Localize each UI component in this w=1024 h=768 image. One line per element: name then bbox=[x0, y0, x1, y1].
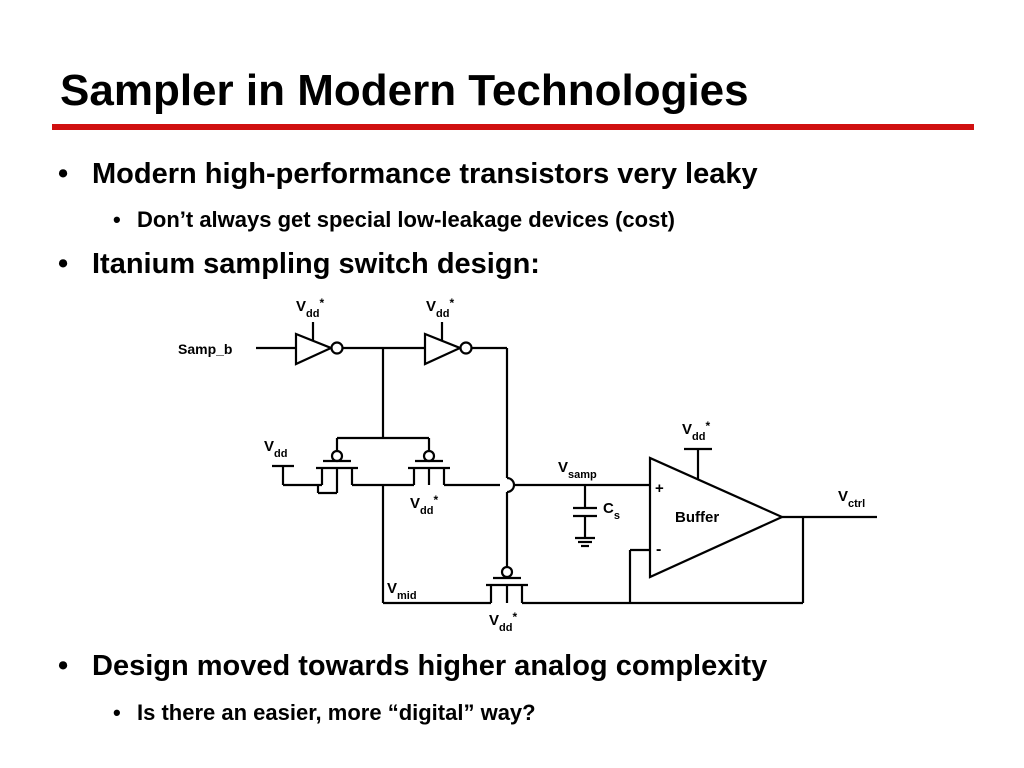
minus-sign: - bbox=[656, 541, 661, 558]
pmos-right bbox=[408, 449, 500, 487]
buffer-vdd-label: Vdd* bbox=[682, 419, 710, 443]
pmos-bottom bbox=[486, 565, 803, 605]
vdd-star-label-mid: Vdd* bbox=[410, 493, 438, 517]
pmos-left bbox=[272, 449, 414, 495]
gate-bus bbox=[335, 348, 431, 450]
inv1-vdd-label: Vdd* bbox=[296, 296, 324, 320]
vdd-star-label-bottom: Vdd* bbox=[489, 610, 517, 634]
bullet-text: Modern high-performance transistors very… bbox=[92, 158, 758, 190]
page-title: Sampler in Modern Technologies bbox=[60, 66, 749, 115]
bullet-text: Don’t always get special low-leakage dev… bbox=[137, 207, 675, 232]
bullet-icon: • bbox=[58, 650, 69, 682]
bullet-text: Design moved towards higher analog compl… bbox=[92, 650, 768, 682]
bullet-text: Is there an easier, more “digital” way? bbox=[137, 700, 536, 725]
buffer-amplifier bbox=[648, 447, 785, 579]
inverter-2 bbox=[423, 322, 473, 366]
samp-b-label: Samp_b bbox=[178, 341, 232, 357]
vctrl-label: Vctrl bbox=[838, 488, 865, 510]
ground-icon bbox=[575, 536, 595, 548]
inverter-1 bbox=[294, 322, 344, 366]
bullet-icon: • bbox=[113, 700, 121, 725]
vmid-wire bbox=[381, 485, 491, 605]
bullet-icon: • bbox=[113, 207, 121, 232]
vsamp-wire bbox=[514, 483, 650, 508]
inv2-vdd-label: Vdd* bbox=[426, 296, 454, 320]
buffer-label: Buffer bbox=[675, 509, 719, 526]
plus-sign: + bbox=[655, 480, 664, 497]
bullet-icon: • bbox=[58, 248, 69, 280]
title-underline bbox=[52, 124, 974, 130]
vctrl-wire bbox=[628, 515, 877, 603]
sampling-capacitor bbox=[573, 506, 597, 538]
cs-label: Cs bbox=[603, 500, 620, 522]
vmid-label: Vmid bbox=[387, 580, 417, 602]
samp-bar-wire bbox=[472, 346, 516, 566]
bullet-icon: • bbox=[58, 158, 69, 190]
vdd-label-left: Vdd bbox=[264, 438, 287, 460]
bullet-text: Itanium sampling switch design: bbox=[92, 248, 540, 280]
vsamp-label: Vsamp bbox=[558, 459, 597, 481]
